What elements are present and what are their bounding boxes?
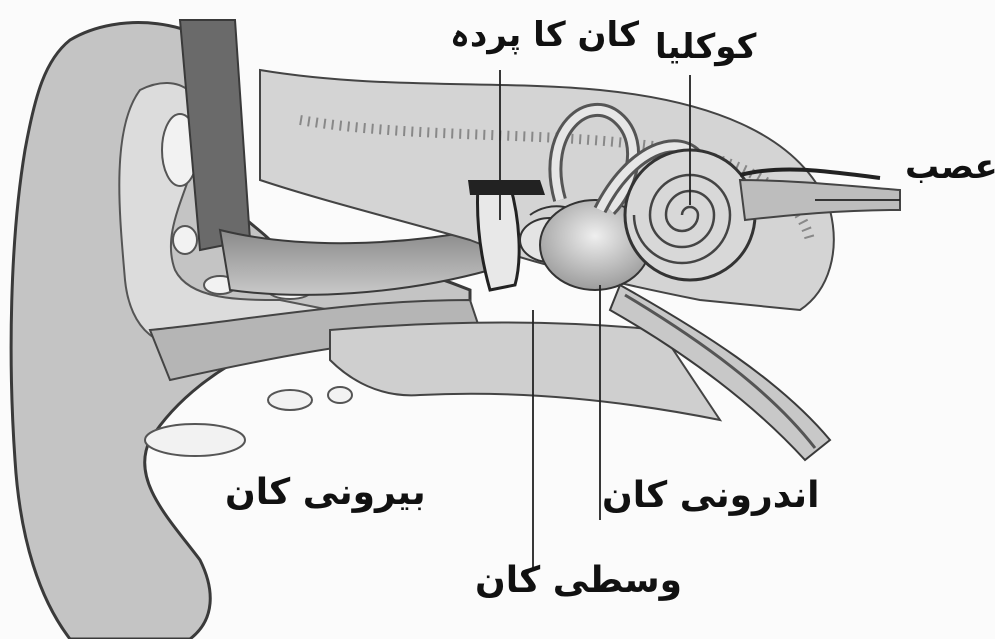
middle-ear-label: وسطی کان — [475, 563, 682, 599]
cochlea-label: کوکلیا — [655, 30, 756, 64]
outer-ear-label: بیرونی کان — [225, 475, 426, 511]
inner-ear-label: اندرونی کان — [602, 478, 819, 514]
nerve-label: عصب — [905, 150, 995, 184]
eardrum-label: کان کا پردہ — [450, 18, 639, 52]
eardrum-shape — [478, 185, 520, 290]
